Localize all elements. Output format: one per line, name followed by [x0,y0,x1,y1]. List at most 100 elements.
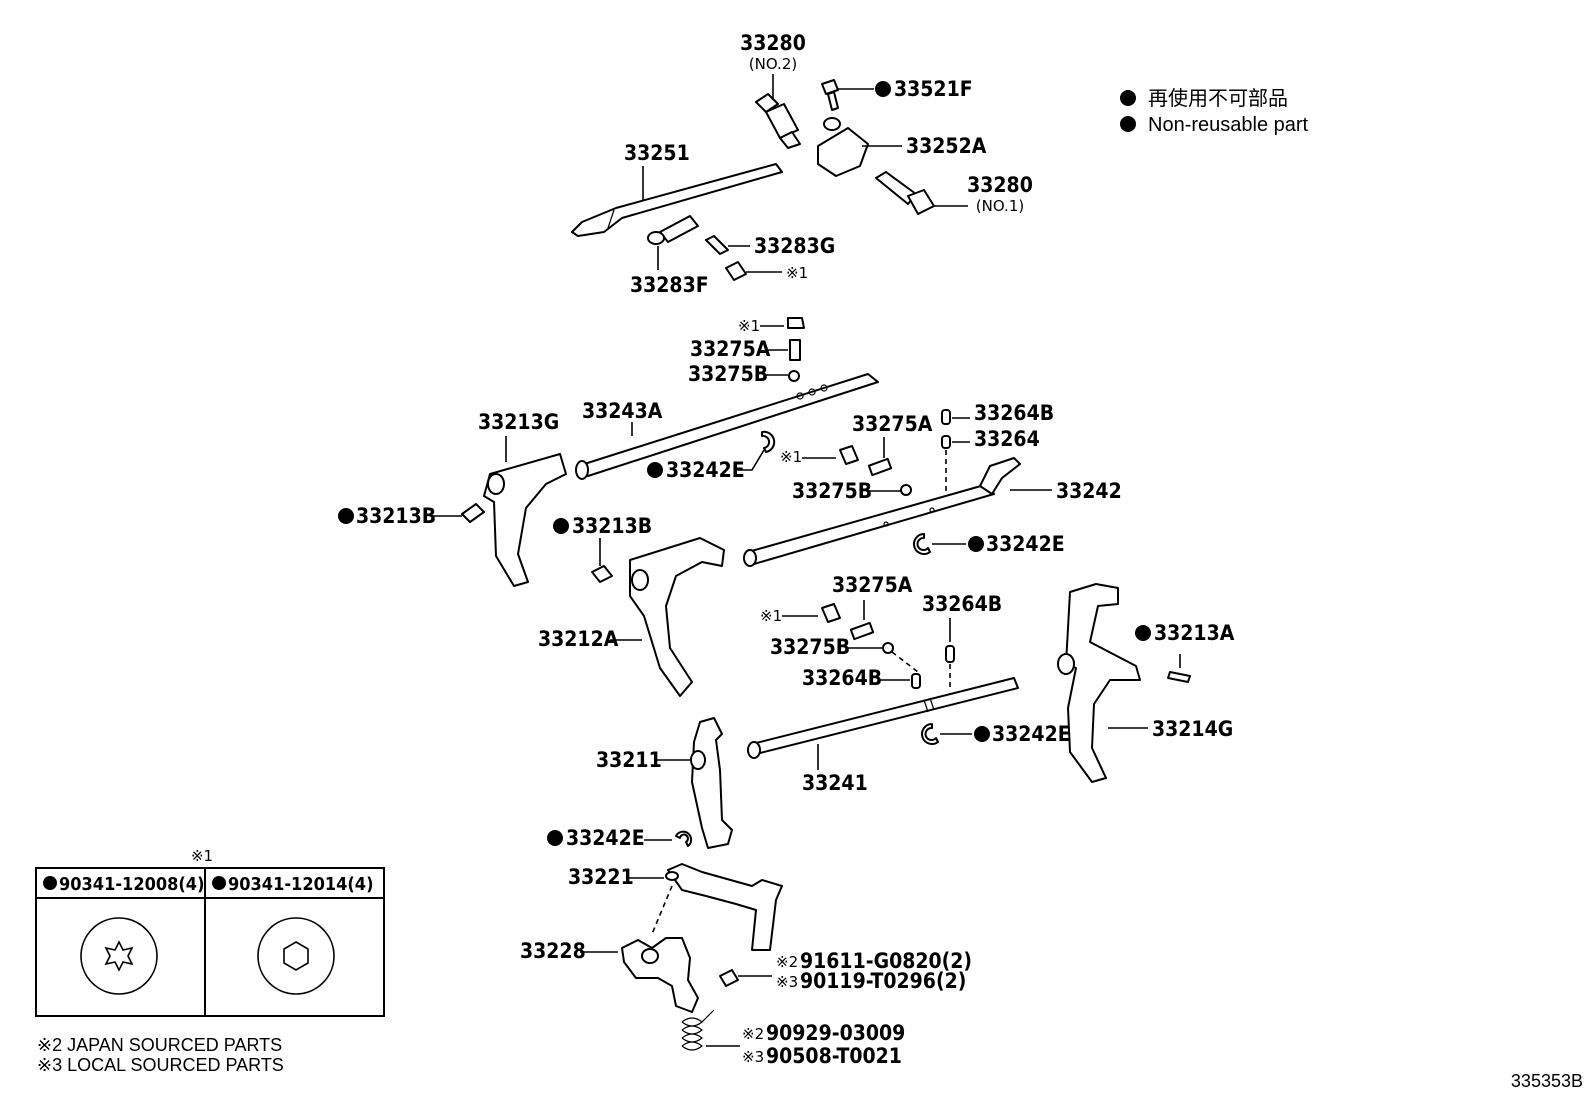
part-33243A[interactable] [575,373,879,480]
label-33275B-low: 33275B [770,635,850,659]
non-reusable-dot-icon [212,876,226,890]
non-reusable-dot-icon [547,830,563,846]
label-33264: 33264 [974,427,1040,451]
non-reusable-dot-icon [338,508,354,524]
part-33264B-b[interactable] [945,645,955,663]
non-reusable-dot-icon [1135,625,1151,641]
part-bolt-91611[interactable] [719,969,739,987]
label-ref1-d: ※1 [760,607,782,625]
part-33275A-spring-low[interactable] [849,621,875,641]
label-33213B-a: 33213B [356,504,436,528]
part-33283G[interactable] [705,235,729,255]
part-33242[interactable] [743,457,1021,567]
dash-guide [651,885,673,935]
part-33275B-ball-top[interactable] [788,370,800,382]
label-33242E-a: 33242E [666,458,745,482]
part-33212A[interactable] [629,537,725,697]
non-reusable-dot-icon [974,726,990,742]
part-plug-ref1-mid[interactable] [839,445,859,465]
part-33213B-a[interactable] [461,503,485,523]
part-33213G[interactable] [483,453,567,587]
label-33275A-mid: 33275A [852,412,933,436]
label-33243A: 33243A [582,399,663,423]
label-33280-no1: 33280 [967,173,1033,197]
label-ref1-a: ※1 [786,264,808,282]
part-33242E-d[interactable] [675,830,693,847]
label-33213B-b: 33213B [572,514,652,538]
non-reusable-dot-icon [875,81,891,97]
part-33252A[interactable] [817,117,869,177]
legend-japanese: 再使用不可部品 [1148,87,1288,110]
label-33251: 33251 [624,141,690,165]
part-33521F[interactable] [821,79,839,111]
label-bolt-90119: 90119-T0296(2) [800,969,966,993]
part-33283F[interactable] [647,215,699,245]
label-33213G: 33213G [478,410,559,434]
label-33228: 33228 [520,939,586,963]
label-spring-ref2: ※2 [742,1025,764,1043]
non-reusable-dot-icon [1120,90,1136,106]
part-33214G[interactable] [1057,583,1141,783]
part-33275A-spring-mid[interactable] [867,457,893,477]
part-plug-ref1-top[interactable] [787,317,805,329]
part-33228[interactable] [621,937,699,1013]
part-33264[interactable] [941,435,951,449]
label-33212A: 33212A [538,627,619,651]
part-plug-ref1-low[interactable] [821,603,841,623]
label-33280-no1-sub: (NO.1) [976,197,1024,215]
label-bolt-91611: 91611-G0820(2) [800,949,972,973]
label-33283G: 33283G [754,234,835,258]
part-33242E-c[interactable] [921,723,939,745]
part-33242E-b[interactable] [913,533,931,555]
label-33283F: 33283F [630,273,709,297]
label-33221: 33221 [568,865,634,889]
part-33242E-a[interactable] [761,430,776,453]
non-reusable-dot-icon [968,536,984,552]
part-33264B-c[interactable] [911,673,921,689]
label-33264B-a: 33264B [974,401,1054,425]
part-33213A[interactable] [1167,671,1191,683]
part-33280-no2[interactable] [755,93,801,149]
leader [738,449,765,471]
label-33211: 33211 [596,748,662,772]
non-reusable-dot-icon [1120,116,1136,132]
part-spring-90929[interactable] [681,1009,715,1051]
part-33264B-a[interactable] [941,409,951,425]
label-bolt-ref3: ※3 [776,973,798,991]
non-reusable-dot-icon [647,462,663,478]
part-33251[interactable] [571,163,783,237]
label-33264B-c: 33264B [802,666,882,690]
legend: 再使用不可部品 Non-reusable part [1120,87,1309,136]
plug-inset-table: ※1 90341-12008(4) 90341-12014(4) [35,847,385,1017]
label-33241: 33241 [802,771,868,795]
note-local-sourced: ※3 LOCAL SOURCED PARTS [37,1055,284,1075]
part-33241[interactable] [747,677,1019,759]
label-spring-90508: 90508-T0021 [766,1044,902,1068]
label-33521F: 33521F [894,77,973,101]
part-33213B-b[interactable] [591,565,613,583]
label-33280-no2: 33280 [740,31,806,55]
part-33211[interactable] [690,717,733,849]
part-33221[interactable] [665,863,783,951]
legend-english: Non-reusable part [1148,114,1309,136]
part-33275B-ball-mid[interactable] [900,484,912,496]
non-reusable-dot-icon [553,518,569,534]
label-33242E-c: 33242E [992,722,1071,746]
part-33280-no1[interactable] [875,171,935,215]
label-33242E-b: 33242E [986,532,1065,556]
part-33275A-spring-top[interactable] [789,339,801,361]
label-33275B-top: 33275B [688,362,768,386]
dash-guide [891,651,919,673]
label-spring-90929: 90929-03009 [766,1021,905,1045]
inset-part-right: 90341-12014(4) [228,874,373,895]
hex-plug-icon [257,917,335,995]
part-plug-ref1[interactable] [725,261,747,281]
label-33214G: 33214G [1152,717,1233,741]
label-33280-no2-sub: (NO.2) [749,55,797,73]
part-33275B-ball-low[interactable] [882,642,894,654]
label-33252A: 33252A [906,134,987,158]
non-reusable-dot-icon [43,876,57,890]
label-bolt-ref2: ※2 [776,953,798,971]
